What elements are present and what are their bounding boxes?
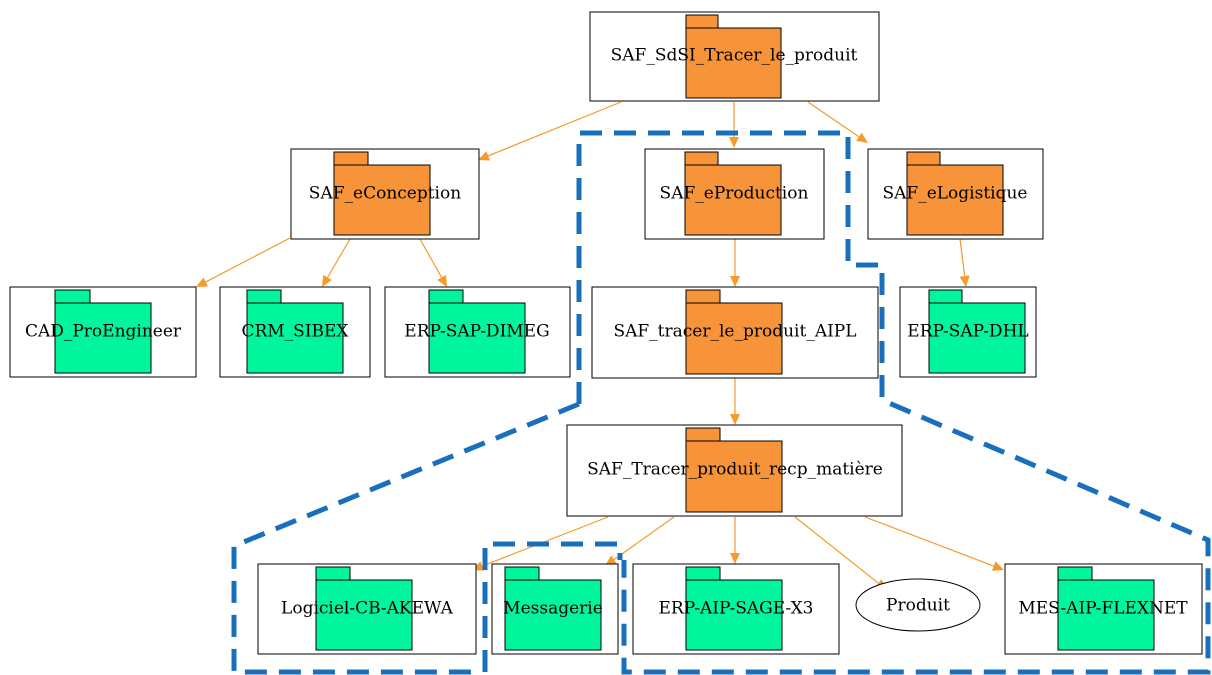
node-sage-label: ERP-AIP-SAGE-X3 [659,599,814,619]
node-produit-label: Produit [886,596,950,616]
node-tracer-aipl[interactable]: SAF_tracer_le_produit_AIPL [591,286,879,379]
arrowhead-flexnet [991,561,1004,571]
arrowhead-econception [478,151,491,161]
node-crm[interactable]: CRM_SIBEX [219,286,371,378]
edge-econception-to-crm [327,238,351,278]
arrowhead-elogistique [856,132,868,143]
edge-tracer_recp-to-messagerie [613,516,675,561]
node-flexnet[interactable]: MES-AIP-FLEXNET [1004,563,1203,655]
edge-econception-to-cad [205,237,291,283]
edge-tracer_recp-to-produit [794,516,879,584]
node-akewa[interactable]: Logiciel-CB-AKEWA [257,563,477,655]
node-erp-dimeg-label: ERP-SAP-DIMEG [404,322,549,342]
highlight-akewa-region [231,401,580,675]
node-eproduction-label: SAF_eProduction [660,184,809,204]
node-econception[interactable]: SAF_eConception [290,148,480,240]
edge-root-to-elogistique [807,101,860,138]
node-tracer-aipl-label: SAF_tracer_le_produit_AIPL [613,322,856,342]
node-root[interactable]: SAF_SdSI_Tracer_le_produit [589,11,880,102]
node-tracer-recp-label: SAF_Tracer_produit_recp_matière [587,460,883,480]
node-erp-dhl-label: ERP-SAP-DHL [907,322,1028,342]
node-root-label: SAF_SdSI_Tracer_le_produit [611,46,858,66]
node-erp-dhl[interactable]: ERP-SAP-DHL [899,286,1037,378]
arrowhead-erp_dhl [959,275,970,287]
arrowhead-crm [322,274,332,287]
arrowhead-tracer_aipl [730,276,740,287]
edge-econception-to-erp_dimeg [419,238,443,278]
node-cad[interactable]: CAD_ProEngineer [9,286,197,378]
node-sage[interactable]: ERP-AIP-SAGE-X3 [632,563,840,655]
node-crm-label: CRM_SIBEX [241,322,349,342]
arrowhead-messagerie [605,555,617,566]
edges-layer [196,101,1004,590]
node-produit[interactable]: Produit [855,578,981,632]
node-messagerie[interactable]: Messagerie [491,563,619,655]
highlight-production-region [576,130,1211,675]
node-eproduction[interactable]: SAF_eProduction [644,148,825,240]
node-flexnet-label: MES-AIP-FLEXNET [1018,599,1188,619]
node-elogistique[interactable]: SAF_eLogistique [867,148,1044,240]
arrowhead-cad [196,277,209,287]
node-messagerie-label: Messagerie [503,599,603,619]
node-akewa-label: Logiciel-CB-AKEWA [281,599,454,619]
arrowhead-erp_dimeg [437,274,447,287]
node-tracer-recp[interactable]: SAF_Tracer_produit_recp_matière [566,424,903,517]
edge-tracer_recp-to-flexnet [864,516,994,567]
arrowhead-sage [730,553,740,564]
node-econception-label: SAF_eConception [309,184,461,204]
edge-elogistique-to-erp_dhl [959,238,966,277]
node-erp-dimeg[interactable]: ERP-SAP-DIMEG [384,286,571,378]
arrowhead-tracer_recp [730,414,740,425]
node-elogistique-label: SAF_eLogistique [882,184,1027,204]
arrowhead-eproduction [729,137,739,148]
edge-root-to-econception [487,101,622,157]
node-cad-label: CAD_ProEngineer [25,322,182,342]
